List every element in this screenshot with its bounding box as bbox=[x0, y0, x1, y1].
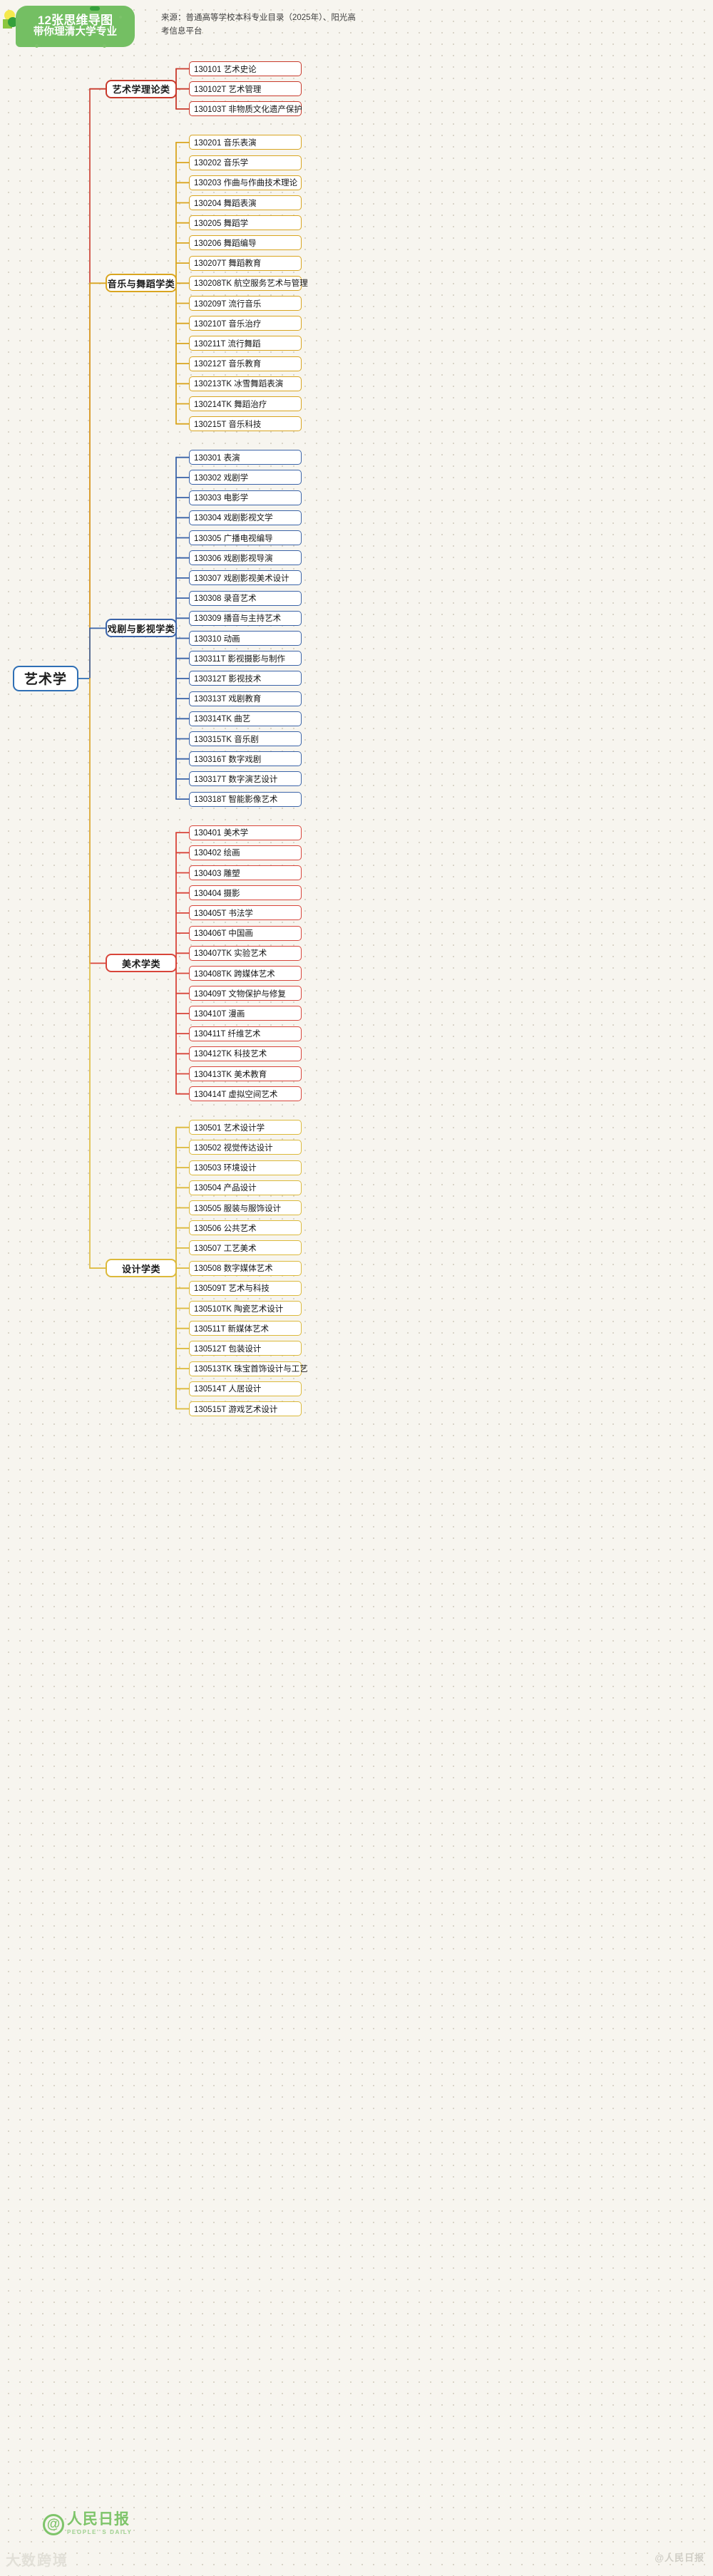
green-dot-decoration-1 bbox=[119, 16, 122, 19]
major-leaf-node[interactable]: 130411T 纤维艺术 bbox=[189, 1026, 302, 1041]
major-leaf-node[interactable]: 130506 公共艺术 bbox=[189, 1220, 302, 1236]
major-leaf-node[interactable]: 130203 作曲与作曲技术理论 bbox=[189, 175, 302, 190]
major-leaf-node[interactable]: 130404 摄影 bbox=[189, 885, 302, 901]
major-leaf-node[interactable]: 130503 环境设计 bbox=[189, 1160, 302, 1175]
major-leaf-node[interactable]: 130410T 漫画 bbox=[189, 1006, 302, 1021]
major-leaf-node[interactable]: 130207T 舞蹈教育 bbox=[189, 255, 302, 271]
header-badge: 12张思维导图 带你理清大学专业 bbox=[16, 6, 135, 47]
major-leaf-node[interactable]: 130306 戏剧影视导演 bbox=[189, 550, 302, 566]
major-leaf-node[interactable]: 130210T 音乐治疗 bbox=[189, 316, 302, 331]
peoples-daily-logo: @ 人民日报 PEOPLE' S DAILY bbox=[43, 2512, 132, 2535]
major-leaf-node[interactable]: 130209T 流行音乐 bbox=[189, 296, 302, 311]
major-leaf-node[interactable]: 130405T 书法学 bbox=[189, 905, 302, 921]
root-node[interactable]: 艺术学 bbox=[13, 665, 78, 691]
green-dot-decoration-3 bbox=[103, 44, 106, 48]
category-node[interactable]: 音乐与舞蹈学类 bbox=[106, 274, 177, 293]
major-leaf-node[interactable]: 130402 绘画 bbox=[189, 845, 302, 860]
major-leaf-node[interactable]: 130507 工艺美术 bbox=[189, 1240, 302, 1256]
major-leaf-node[interactable]: 130315TK 音乐剧 bbox=[189, 731, 302, 746]
major-leaf-node[interactable]: 130307 戏剧影视美术设计 bbox=[189, 570, 302, 586]
major-leaf-node[interactable]: 130213TK 冰雪舞蹈表演 bbox=[189, 376, 302, 391]
major-leaf-node[interactable]: 130501 艺术设计学 bbox=[189, 1120, 302, 1135]
major-leaf-node[interactable]: 130205 舞蹈学 bbox=[189, 215, 302, 231]
major-leaf-node[interactable]: 130413TK 美术教育 bbox=[189, 1066, 302, 1081]
major-leaf-node[interactable]: 130311T 影视摄影与制作 bbox=[189, 651, 302, 666]
at-sign-icon: @ bbox=[43, 2514, 64, 2535]
category-node[interactable]: 设计学类 bbox=[106, 1259, 177, 1278]
major-leaf-node[interactable]: 130505 服装与服饰设计 bbox=[189, 1200, 302, 1215]
major-leaf-node[interactable]: 130504 产品设计 bbox=[189, 1180, 302, 1195]
category-node[interactable]: 戏剧与影视学类 bbox=[106, 619, 177, 638]
major-leaf-node[interactable]: 130510TK 陶瓷艺术设计 bbox=[189, 1301, 302, 1316]
major-leaf-node[interactable]: 130502 视觉传达设计 bbox=[189, 1140, 302, 1155]
major-leaf-node[interactable]: 130403 雕塑 bbox=[189, 865, 302, 880]
major-leaf-node[interactable]: 130201 音乐表演 bbox=[189, 135, 302, 150]
category-node[interactable]: 美术学类 bbox=[106, 954, 177, 973]
major-leaf-node[interactable]: 130407TK 实验艺术 bbox=[189, 945, 302, 961]
green-dot-decoration-2 bbox=[35, 44, 39, 48]
major-leaf-node[interactable]: 130314TK 曲艺 bbox=[189, 711, 302, 726]
major-leaf-node[interactable]: 130317T 数字演艺设计 bbox=[189, 771, 302, 787]
major-leaf-node[interactable]: 130508 数字媒体艺术 bbox=[189, 1260, 302, 1276]
major-leaf-node[interactable]: 130103T 非物质文化遗产保护 bbox=[189, 101, 302, 117]
major-leaf-node[interactable]: 130302 戏剧学 bbox=[189, 470, 302, 485]
major-leaf-node[interactable]: 130215T 音乐科技 bbox=[189, 416, 302, 432]
major-leaf-node[interactable]: 130313T 戏剧教育 bbox=[189, 691, 302, 706]
major-leaf-node[interactable]: 130511T 新媒体艺术 bbox=[189, 1321, 302, 1336]
major-leaf-node[interactable]: 130512T 包装设计 bbox=[189, 1341, 302, 1356]
major-leaf-node[interactable]: 130304 戏剧影视文学 bbox=[189, 510, 302, 525]
green-bar-decoration bbox=[90, 6, 100, 11]
major-leaf-node[interactable]: 130206 舞蹈编导 bbox=[189, 235, 302, 251]
category-node[interactable]: 艺术学理论类 bbox=[106, 79, 177, 98]
major-leaf-node[interactable]: 130318T 智能影像艺术 bbox=[189, 791, 302, 807]
major-leaf-node[interactable]: 130414T 虚拟空间艺术 bbox=[189, 1086, 302, 1102]
major-leaf-node[interactable]: 130509T 艺术与科技 bbox=[189, 1280, 302, 1296]
major-leaf-node[interactable]: 130406T 中国画 bbox=[189, 925, 302, 941]
page-header: 12张思维导图 带你理清大学专业 来源：普通高等学校本科专业目录（2025年）、… bbox=[0, 0, 713, 56]
watermark-left: 大数跨境 bbox=[6, 2553, 68, 2569]
major-leaf-node[interactable]: 130214TK 舞蹈治疗 bbox=[189, 396, 302, 411]
major-leaf-node[interactable]: 130208TK 航空服务艺术与管理 bbox=[189, 275, 308, 291]
source-note: 来源：普通高等学校本科专业目录（2025年）、阳光高考信息平台 bbox=[161, 14, 356, 36]
major-leaf-node[interactable]: 130316T 数字戏剧 bbox=[189, 751, 302, 767]
major-leaf-node[interactable]: 130101 艺术史论 bbox=[189, 61, 302, 76]
major-leaf-node[interactable]: 130305 广播电视编导 bbox=[189, 530, 302, 545]
major-leaf-node[interactable]: 130309 播音与主持艺术 bbox=[189, 610, 302, 626]
major-leaf-node[interactable]: 130212T 音乐教育 bbox=[189, 356, 302, 371]
green-circle-decoration bbox=[8, 17, 18, 27]
major-leaf-node[interactable]: 130102T 艺术管理 bbox=[189, 81, 302, 97]
major-leaf-node[interactable]: 130310 动画 bbox=[189, 631, 302, 646]
major-leaf-node[interactable]: 130308 录音艺术 bbox=[189, 590, 302, 606]
header-badge-line2: 带你理清大学专业 bbox=[33, 26, 118, 38]
major-leaf-node[interactable]: 130401 美术学 bbox=[189, 825, 302, 840]
logo-chinese-name: 人民日报 bbox=[67, 2511, 130, 2528]
page-footer: @ 人民日报 PEOPLE' S DAILY 大数跨境 @人民日报 bbox=[0, 2493, 713, 2576]
watermark-right: @人民日报 bbox=[655, 2552, 704, 2563]
major-leaf-node[interactable]: 130303 电影学 bbox=[189, 490, 302, 505]
major-leaf-node[interactable]: 130204 舞蹈表演 bbox=[189, 195, 302, 210]
green-underline-decoration bbox=[41, 45, 100, 47]
major-leaf-node[interactable]: 130211T 流行舞蹈 bbox=[189, 336, 302, 351]
major-leaf-node[interactable]: 130301 表演 bbox=[189, 450, 302, 465]
mindmap-canvas: 130101 艺术史论 130102T 艺术管理 130103T 非物质文化遗产保护… bbox=[0, 56, 713, 2493]
logo-english-name: PEOPLE' S DAILY bbox=[67, 2529, 133, 2535]
major-leaf-node[interactable]: 130408TK 跨媒体艺术 bbox=[189, 966, 302, 981]
major-leaf-node[interactable]: 130202 音乐学 bbox=[189, 155, 302, 170]
major-leaf-node[interactable]: 130412TK 科技艺术 bbox=[189, 1046, 302, 1061]
major-leaf-node[interactable]: 130409T 文物保护与修复 bbox=[189, 986, 302, 1001]
major-leaf-node[interactable]: 130515T 游戏艺术设计 bbox=[189, 1401, 302, 1416]
major-leaf-node[interactable]: 130514T 人居设计 bbox=[189, 1381, 302, 1396]
major-leaf-node[interactable]: 130312T 影视技术 bbox=[189, 671, 302, 686]
header-badge-line1: 12张思维导图 bbox=[37, 14, 113, 28]
major-leaf-node[interactable]: 130513TK 珠宝首饰设计与工艺 bbox=[189, 1361, 308, 1376]
